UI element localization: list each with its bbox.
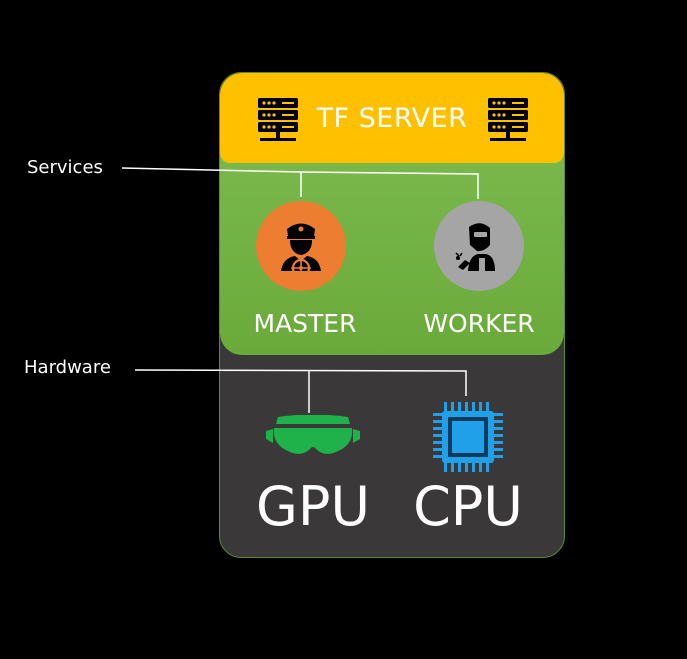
- services-connector-master: [121, 167, 302, 197]
- cpu-chip-icon: [433, 402, 503, 472]
- services-label: Services: [27, 157, 103, 178]
- services-connector-worker: [300, 171, 479, 199]
- cpu-label: CPU: [413, 475, 523, 538]
- hardware-label: Hardware: [24, 357, 111, 378]
- master-node: [256, 201, 346, 291]
- server-icon: [258, 98, 298, 141]
- server-icon: [488, 98, 528, 141]
- worker-label: WORKER: [423, 309, 535, 338]
- tf-server-header: TF SERVER: [220, 73, 564, 163]
- worker-node: [434, 201, 524, 291]
- welder-icon: [455, 223, 495, 271]
- gpu-label: GPU: [256, 475, 370, 538]
- hardware-connector-cpu: [134, 369, 467, 396]
- tf-server-card: TF SERVER: [219, 72, 565, 558]
- captain-icon: [281, 223, 321, 278]
- vr-headset-icon: [266, 415, 360, 454]
- header-title: TF SERVER: [316, 103, 468, 134]
- master-label: MASTER: [253, 309, 357, 338]
